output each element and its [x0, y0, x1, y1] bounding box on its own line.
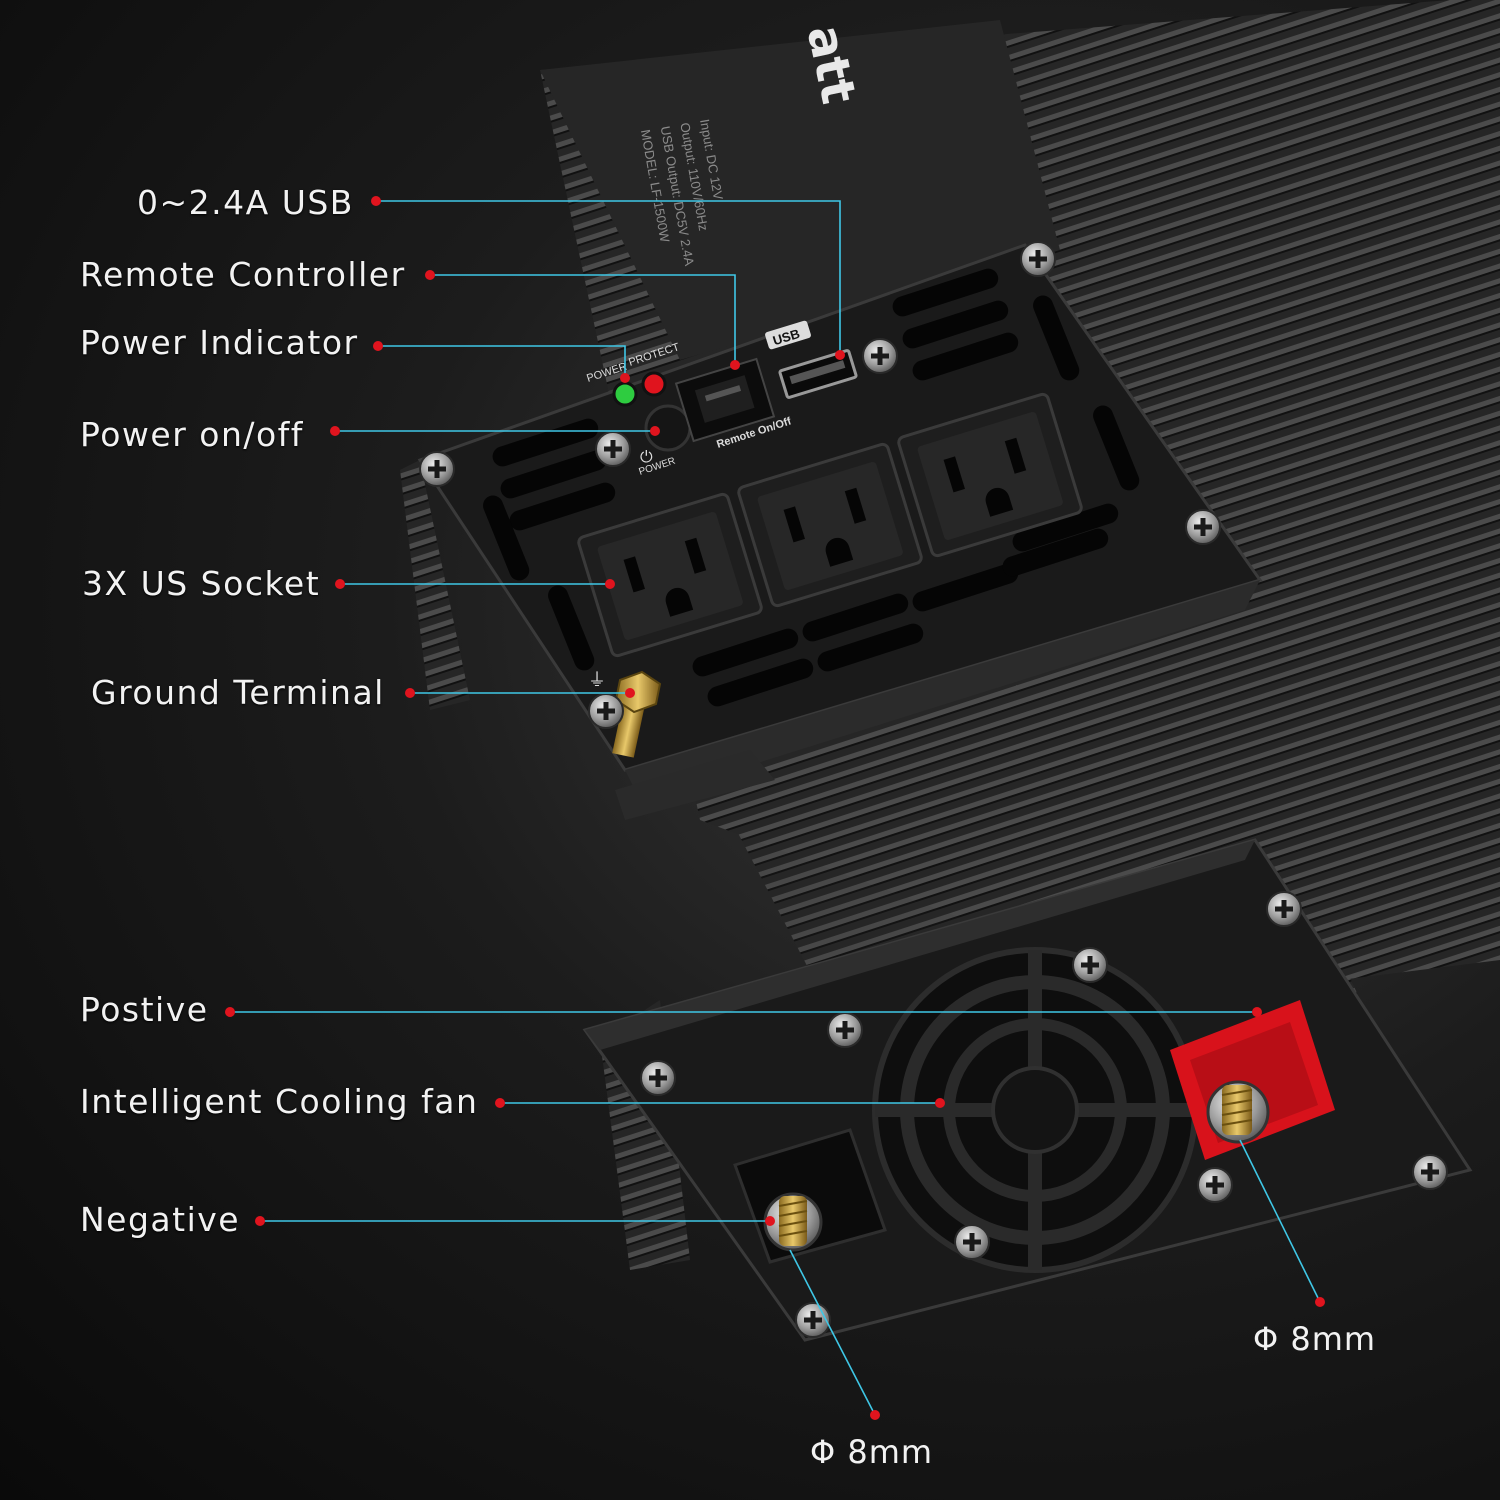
vents-left [483, 416, 618, 671]
screw [1412, 1154, 1448, 1190]
callout-us-socket: 3X US Socket [82, 564, 321, 603]
screw [1072, 947, 1108, 983]
screw [1185, 509, 1221, 545]
screw [827, 1012, 863, 1048]
power-led [612, 381, 638, 407]
callout-negative: Negative [80, 1200, 241, 1239]
screw [595, 431, 631, 467]
rear-panel [582, 838, 1473, 1342]
screw [588, 693, 624, 729]
remote-port[interactable] [674, 357, 776, 443]
ground-terminal[interactable] [612, 670, 662, 758]
callout-ground-terminal: Ground Terminal [91, 673, 385, 712]
usb-port[interactable] [778, 349, 858, 399]
screw [954, 1224, 990, 1260]
vents-right [890, 266, 1140, 491]
screw [795, 1302, 831, 1338]
usb-tag-bg [765, 320, 811, 350]
callout-power-onoff: Power on/off [80, 415, 304, 454]
power-icon: ⏻ [640, 447, 653, 466]
callout-cooling-fan: Intelligent Cooling fan [80, 1082, 479, 1121]
leader-lines [230, 200, 1321, 1416]
ground-icon: ⏚ [588, 670, 606, 691]
screw [640, 1060, 676, 1096]
callout-power-indicator: Power Indicator [80, 323, 359, 362]
cooling-fan [872, 947, 1198, 1273]
screw [419, 451, 455, 487]
front-panel: POWER PROTECT ⏻ POWER Remote On/Off USB … [417, 241, 1263, 820]
callout-positive: Postive [80, 990, 209, 1029]
diameter-label-right: Φ 8mm [1253, 1320, 1377, 1358]
screw [1020, 241, 1056, 277]
diameter-label-left: Φ 8mm [810, 1433, 934, 1471]
positive-terminal[interactable] [1170, 1000, 1335, 1160]
callout-usb: 0~2.4A USB [137, 183, 354, 222]
screw [1197, 1167, 1233, 1203]
protect-led [641, 371, 667, 397]
negative-terminal[interactable] [733, 1128, 887, 1264]
screw [862, 338, 898, 374]
callout-remote-controller: Remote Controller [80, 255, 406, 294]
leader-dots [225, 196, 1325, 1420]
screw [1266, 891, 1302, 927]
